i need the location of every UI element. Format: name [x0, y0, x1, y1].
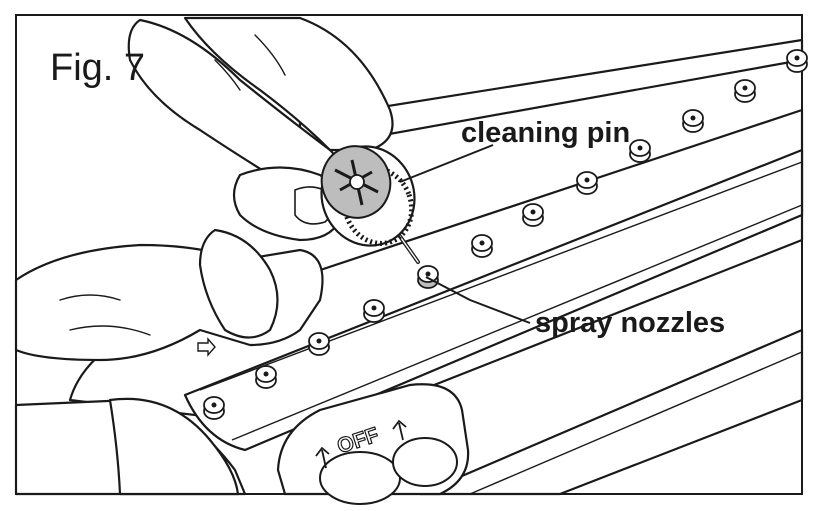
spray-nozzle: [203, 396, 225, 420]
nozzle-bar: [183, 148, 804, 452]
rail-edge: [469, 351, 803, 495]
spray-nozzle: [629, 139, 651, 163]
callout-lines: [399, 144, 531, 324]
spray-nozzle: [255, 365, 277, 389]
figure-label: Fig. 7: [50, 47, 145, 89]
spray-nozzle: [308, 332, 330, 356]
spray-nozzles-leader: [425, 276, 531, 324]
cleaning-pin-callout: cleaning pin: [461, 117, 630, 149]
hand: [14, 16, 394, 362]
lower-rail: [418, 328, 804, 496]
cleaning-pin-leader: [399, 144, 494, 183]
spray-nozzle: [522, 203, 544, 227]
spray-nozzle: [363, 299, 385, 323]
spray-nozzles-callout: spray nozzles: [535, 307, 725, 339]
lower-finger: [198, 228, 279, 339]
bar-lower-edge: [231, 204, 803, 441]
arrow-up-icon: [315, 419, 407, 469]
spray-nozzle: [417, 265, 439, 289]
spray-nozzle: [682, 109, 704, 133]
spray-nozzles-row: [203, 49, 808, 420]
spray-nozzle: [734, 79, 756, 103]
switch-button-left: [319, 451, 401, 505]
knuckle-lines: [59, 34, 286, 336]
bar-inner-edge: [199, 161, 803, 391]
off-switch: OFF: [276, 383, 470, 505]
cylinder: [108, 397, 240, 496]
spray-nozzle: [471, 234, 493, 258]
spray-nozzle: [576, 171, 598, 195]
switch-button-right: [392, 437, 458, 487]
cleaning-pin: [320, 145, 420, 264]
pin-knob-knurl: [341, 166, 415, 246]
spray-nozzle: [786, 49, 808, 73]
